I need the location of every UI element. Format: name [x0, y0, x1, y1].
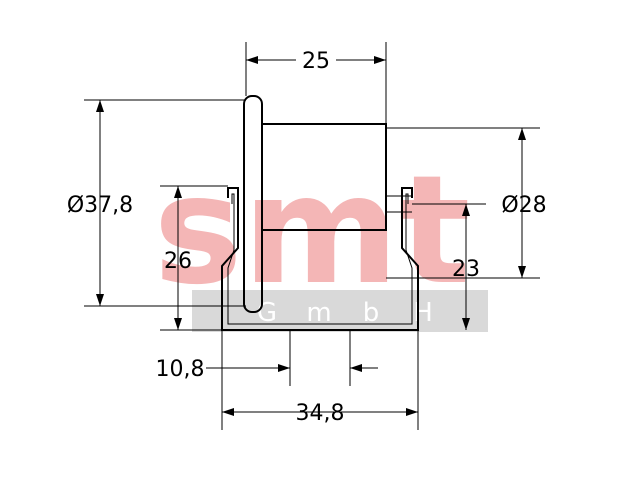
roller — [243, 95, 412, 313]
arrow-top-right — [374, 56, 386, 64]
watermark-band — [192, 290, 488, 332]
watermark-letter-b: b — [363, 298, 382, 328]
arrow-outer-top — [96, 100, 104, 112]
label-outer-diameter: Ø37,8 — [67, 193, 133, 218]
watermark-letter-h: H — [413, 298, 435, 328]
roller-flange — [243, 95, 263, 313]
label-height-right: 23 — [452, 257, 480, 282]
watermark-letter-m: m — [306, 298, 333, 328]
profile-outer — [221, 187, 419, 331]
arrow-h26-bottom — [174, 318, 182, 330]
label-bg-top — [296, 46, 336, 74]
arrow-outer-bottom — [96, 294, 104, 306]
label-roller-diameter: Ø28 — [501, 193, 546, 218]
arrow-bottom-left — [222, 408, 234, 416]
watermark: smt G m b H — [153, 144, 488, 332]
arrow-roller-bottom — [518, 266, 526, 278]
c-profile — [221, 187, 419, 386]
label-height-left: 26 — [164, 249, 192, 274]
arrow-h23-bottom — [462, 318, 470, 330]
profile-inner — [227, 193, 413, 325]
arrow-roller-top — [518, 128, 526, 140]
label-profile-width: 34,8 — [296, 401, 345, 426]
arrow-slot-left — [278, 364, 290, 372]
arrow-h23-top — [462, 204, 470, 216]
arrow-slot-right — [350, 364, 362, 372]
label-width-top: 25 — [302, 49, 330, 74]
arrow-top-left — [246, 56, 258, 64]
arrow-bottom-right — [406, 408, 418, 416]
dimension-lines — [84, 42, 540, 430]
arrow-h26-top — [174, 186, 182, 198]
label-slot-width: 10,8 — [156, 357, 205, 382]
